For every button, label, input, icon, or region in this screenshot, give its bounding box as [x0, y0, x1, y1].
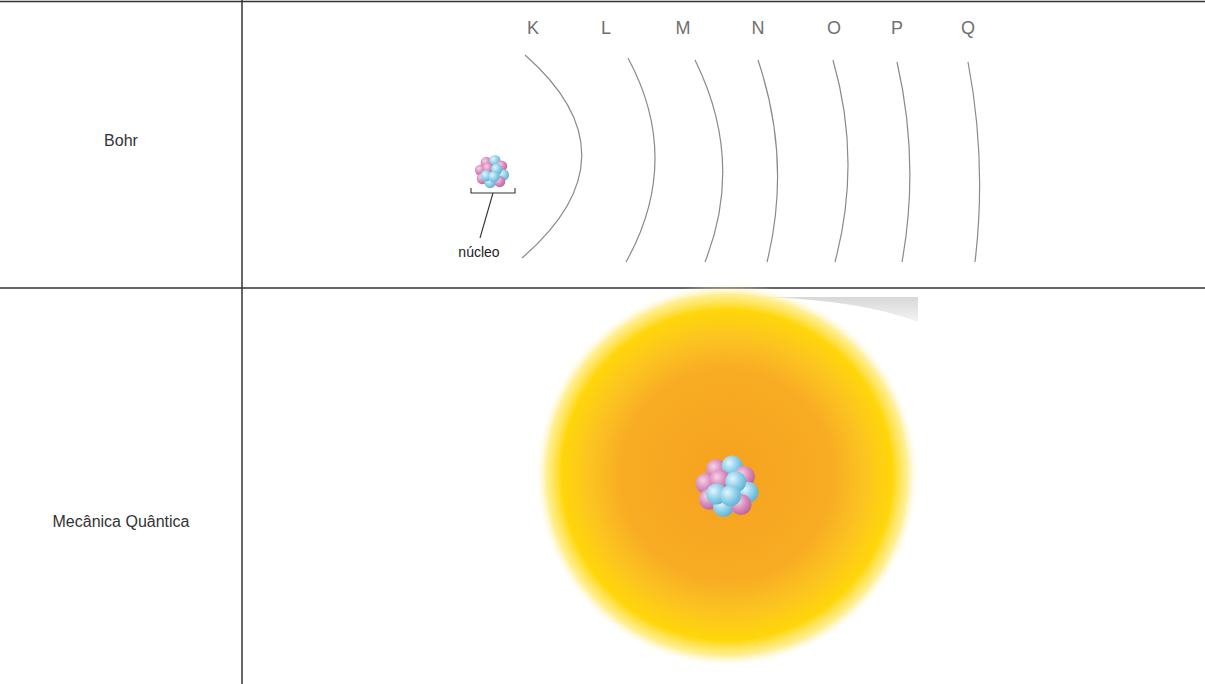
nucleus-small [475, 155, 509, 188]
electron-cloud [535, 283, 919, 667]
shell-letter: O [827, 18, 841, 39]
shell-letter: L [601, 18, 611, 39]
part-label: núcleo [458, 244, 499, 260]
nucleus-large [696, 456, 759, 517]
shell-letter: M [676, 18, 691, 39]
shell-letter: P [891, 18, 903, 39]
shell-letter: Q [961, 18, 975, 39]
shell-letter: N [752, 18, 765, 39]
table-cell: Bohr [104, 132, 138, 150]
electron-shells [522, 55, 980, 262]
nucleus-bracket [471, 188, 515, 238]
shell-letter: K [527, 18, 539, 39]
table-cell: Mecânica Quântica [53, 513, 190, 531]
